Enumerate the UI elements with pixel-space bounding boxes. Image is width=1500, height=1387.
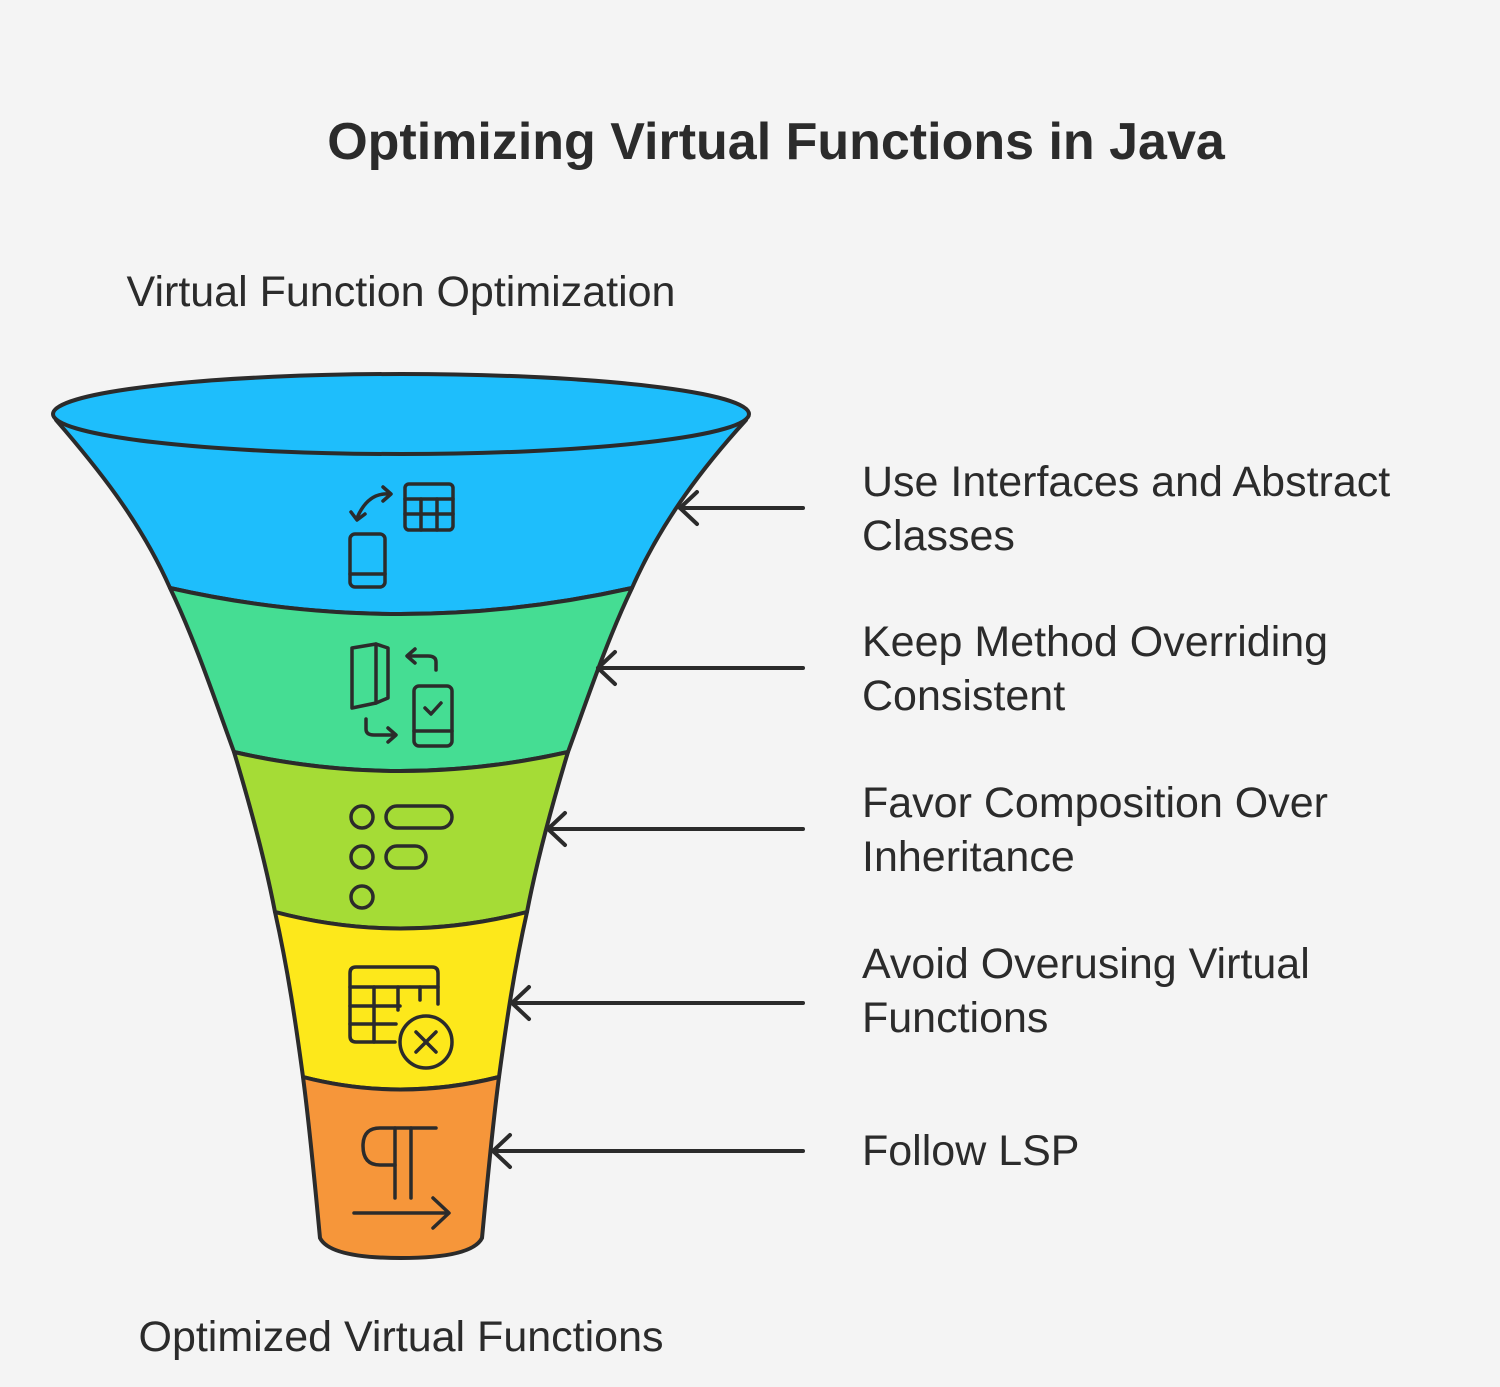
funnel-bottom-label: Optimized Virtual Functions — [138, 1313, 664, 1361]
funnel-layer-4 — [273, 910, 529, 1092]
funnel-layer-2 — [168, 586, 634, 773]
step-arrows — [491, 490, 805, 1169]
arrow-step-4 — [510, 985, 805, 1021]
funnel-top-label: Virtual Function Optimization — [126, 268, 676, 316]
arrow-step-1 — [678, 490, 805, 526]
arrow-step-5 — [491, 1133, 805, 1169]
paragraph-arrow-icon — [352, 1126, 451, 1230]
step-label-1: Use Interfaces and Abstract Classes — [862, 458, 1391, 560]
interface-exchange-icon — [348, 482, 455, 589]
composition-list-icon — [349, 804, 454, 910]
diagram-title: Optimizing Virtual Functions in Java — [327, 113, 1225, 171]
step-label-3: Favor Composition Over Inheritance — [862, 779, 1328, 881]
step-label-4: Avoid Overusing Virtual Functions — [862, 940, 1310, 1042]
funnel-layer-3 — [232, 750, 570, 931]
arrow-step-2 — [596, 650, 805, 686]
override-exchange-icon — [350, 642, 454, 748]
funnel-layer-5 — [301, 1075, 501, 1260]
table-cancel-icon — [348, 965, 454, 1070]
step-label-2: Keep Method Overriding Consistent — [862, 618, 1329, 720]
step-label-5: Follow LSP — [862, 1127, 1080, 1175]
arrow-step-3 — [546, 811, 805, 847]
funnel-rim — [51, 372, 751, 456]
